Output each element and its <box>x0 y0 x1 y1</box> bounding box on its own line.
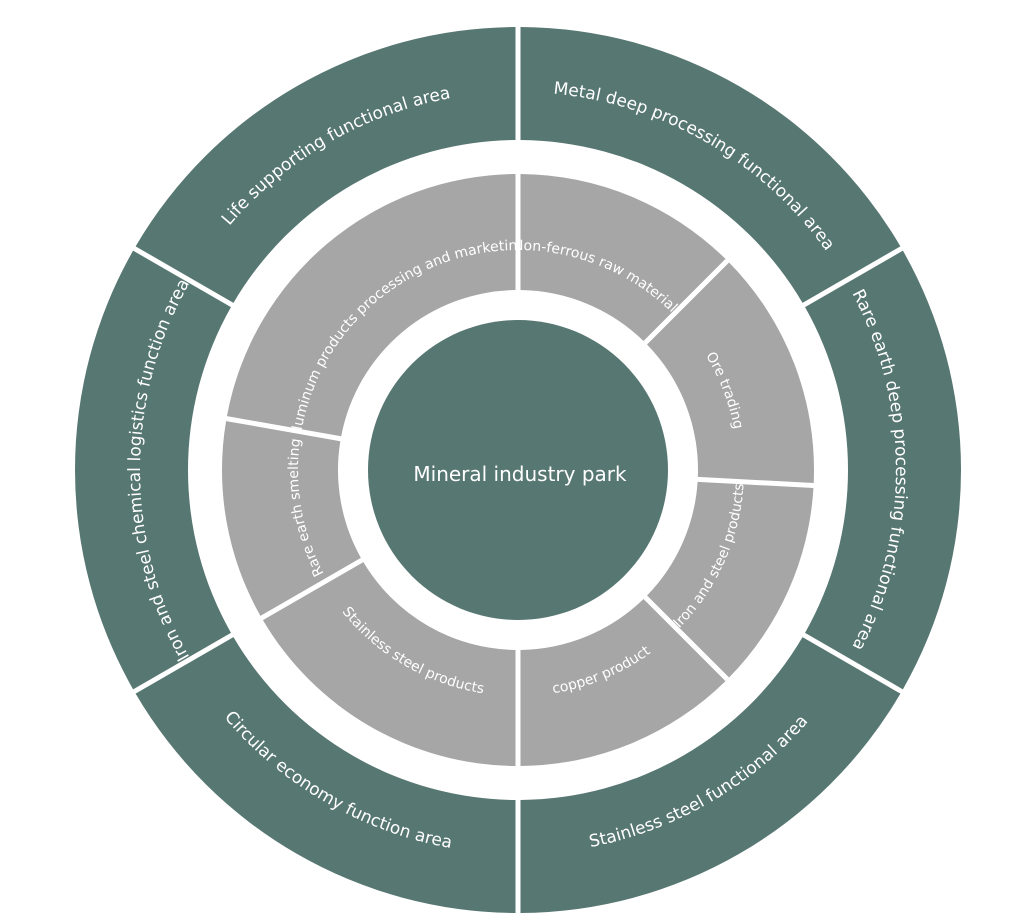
inner-segment <box>520 174 726 341</box>
outer-ring: Metal deep processing functional areaRar… <box>74 27 961 913</box>
outer-segment <box>805 250 961 690</box>
outer-segment <box>74 250 231 690</box>
center-label: Mineral industry park <box>413 462 627 486</box>
inner-segment <box>226 174 516 437</box>
inner-segment <box>647 481 814 678</box>
outer-segment <box>135 27 516 303</box>
inner-segment <box>647 262 815 483</box>
outer-segment <box>520 637 901 913</box>
outer-segment <box>520 27 901 303</box>
inner-segment <box>520 599 726 766</box>
outer-segment <box>135 637 516 913</box>
center-circle <box>368 320 668 620</box>
inner-segment <box>262 562 516 766</box>
inner-segment <box>222 421 361 616</box>
